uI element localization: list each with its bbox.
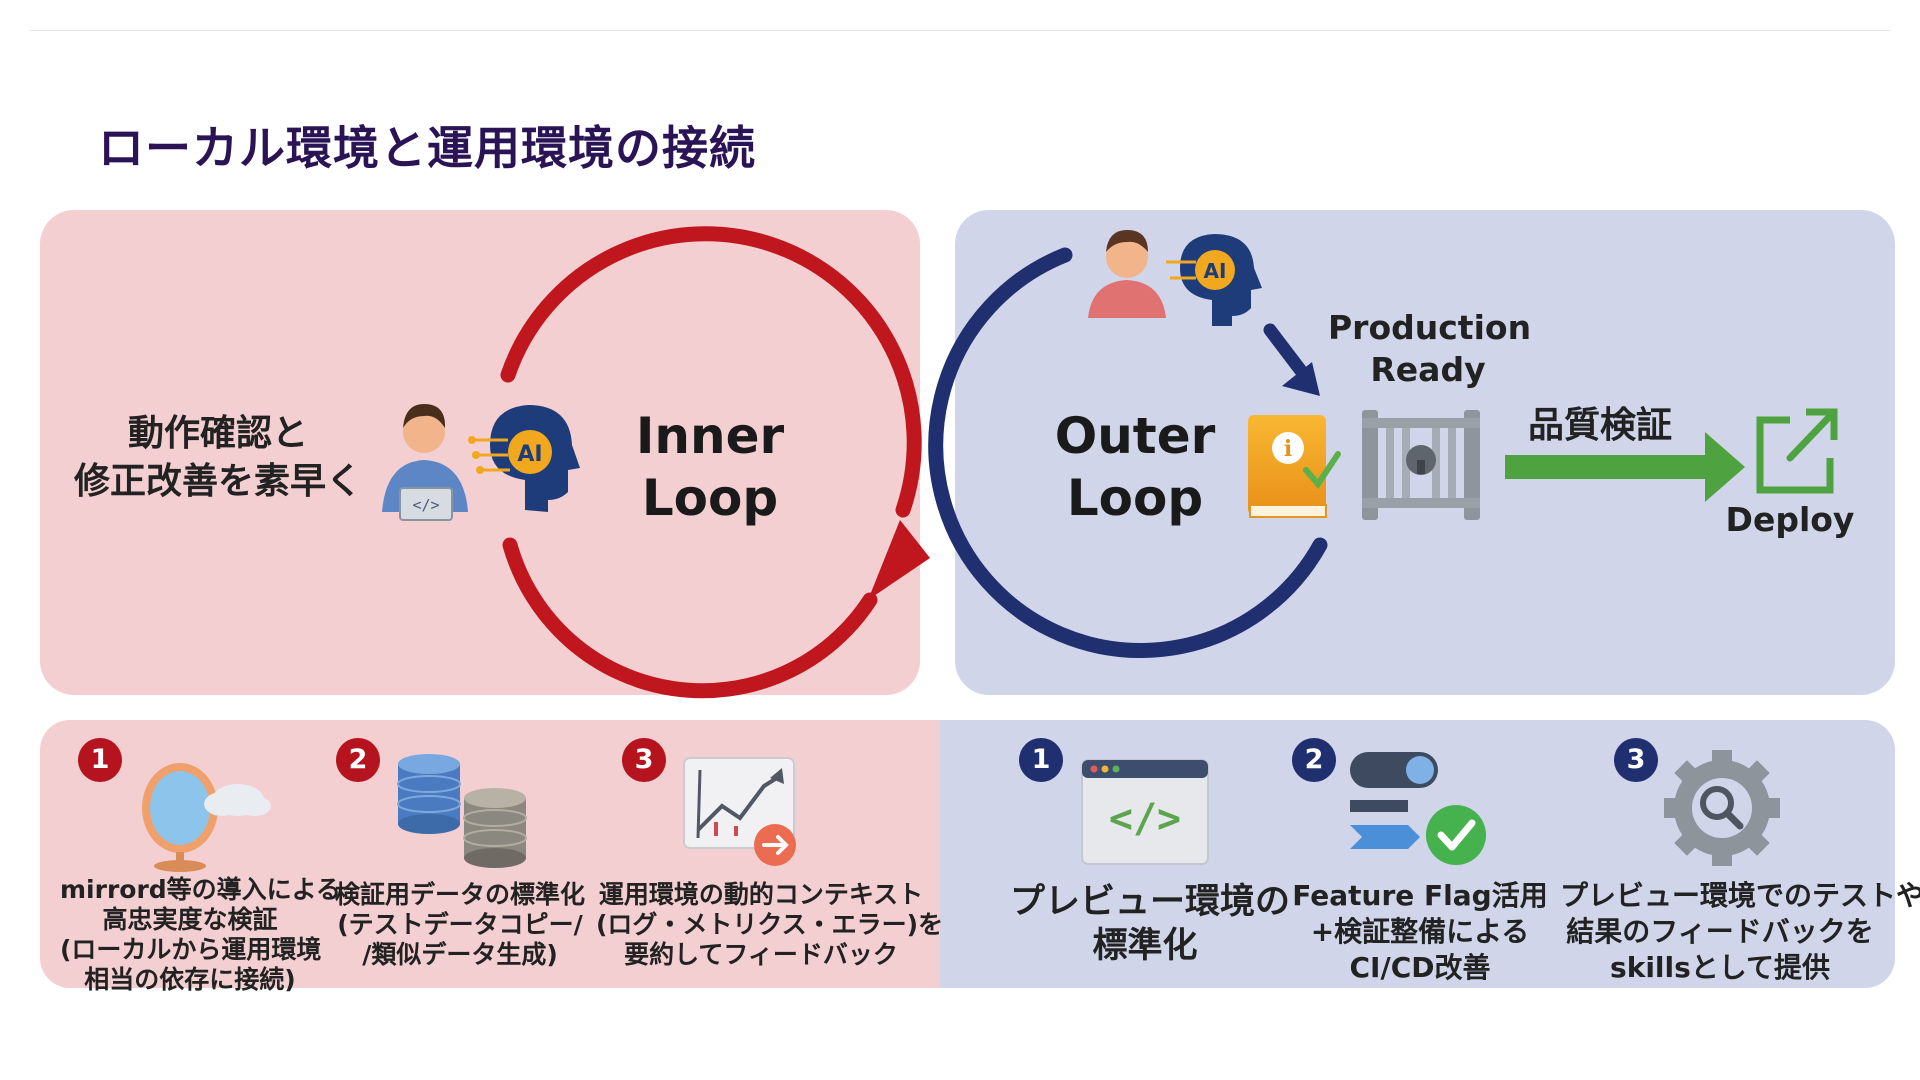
caption-line: /類似データ生成) (362, 940, 558, 969)
toggle-check-icon (1350, 752, 1486, 865)
inner-loop-panel (40, 210, 920, 695)
caption-line: プレビュー環境の (1010, 882, 1291, 922)
outer-loop-label-line: Loop (1066, 469, 1204, 527)
gear-search-icon (1664, 750, 1780, 866)
inner-item-1-caption: mirrord等の導入による 高忠実度な検証 (ローカルから運用環境 相当の依存… (60, 875, 341, 995)
caption-line: 高忠実度な検証 (102, 905, 278, 934)
quality-verification-label: 品質検証 (1527, 405, 1672, 446)
caption-line: mirrord等の導入による (60, 875, 341, 904)
inner-loop-label-line: Inner (635, 407, 785, 465)
production-ready-line: Ready (1370, 350, 1486, 389)
production-ready-label: Production Ready (1328, 307, 1532, 391)
mirror-cloud-icon (142, 763, 271, 872)
caption-line: 運用環境の動的コンテキスト (598, 880, 924, 909)
reviewer-icon (1088, 230, 1166, 318)
svg-text:AI: AI (1204, 259, 1227, 283)
deploy-label: Deploy (1725, 500, 1855, 539)
quality-gate-icon (1362, 410, 1480, 520)
outer-item-3-badge: 3 (1614, 738, 1658, 782)
inner-item-2-badge: 2 (336, 738, 380, 782)
caption-line: 検証用データの標準化 (334, 880, 585, 909)
caption-line: 相当の依存に接続) (84, 965, 296, 994)
inner-item-3-badge: 3 (622, 738, 666, 782)
svg-text:</>: </> (412, 496, 439, 514)
quality-arrow (1505, 432, 1745, 502)
chart-arrow-icon (683, 757, 796, 866)
outer-item-2-badge: 2 (1292, 738, 1336, 782)
inner-loop-label: Inner Loop (610, 405, 810, 529)
outer-item-2-caption: Feature Flag活用 +検証整備による CI/CD改善 (1290, 878, 1550, 986)
svg-text:AI: AI (517, 442, 542, 467)
inner-description-line: 動作確認と (127, 413, 308, 454)
svg-text:</>: </> (1109, 796, 1181, 842)
caption-line: Feature Flag活用 (1292, 879, 1548, 912)
outer-item-3-caption: プレビュー環境でのテストや 結果のフィードバックを skillsとして提供 (1560, 878, 1920, 986)
svg-text:i: i (1284, 436, 1292, 462)
caption-line: (ローカルから運用環境 (60, 935, 322, 964)
developer-icon: </> (382, 404, 468, 521)
code-window-icon: </> (1081, 759, 1209, 865)
inner-item-1-badge: 1 (78, 738, 122, 782)
ai-head-icon: AI (468, 405, 580, 512)
caption-line: CI/CD改善 (1349, 951, 1491, 984)
documentation-book-icon: i (1248, 415, 1341, 518)
outer-item-1-caption: プレビュー環境の 標準化 (1010, 880, 1291, 968)
caption-line: 要約してフィードバック (624, 940, 898, 969)
inner-description-line: 修正改善を素早く (73, 461, 362, 502)
caption-line: (ログ・メトリクス・エラー)を (596, 910, 944, 939)
inner-item-3-caption: 運用環境の動的コンテキスト (ログ・メトリクス・エラー)を 要約してフィードバッ… (596, 880, 944, 970)
inner-loop-arrow (500, 226, 930, 699)
outer-loop-arrow (928, 247, 1328, 658)
ai-assistant-icon: AI (1166, 234, 1262, 326)
caption-line: プレビュー環境でのテストや (1560, 879, 1920, 912)
caption-line: (テストデータコピー/ (337, 910, 583, 939)
outer-item-1-badge: 1 (1019, 738, 1063, 782)
caption-line: 結果のフィードバックを (1566, 915, 1874, 948)
inner-item-2-caption: 検証用データの標準化 (テストデータコピー/ /類似データ生成) (330, 880, 590, 970)
production-ready-line: Production (1328, 308, 1532, 347)
top-divider (30, 30, 1890, 31)
database-icon (397, 754, 527, 868)
caption-line: 標準化 (1092, 926, 1198, 966)
caption-line: +検証整備による (1310, 915, 1530, 948)
inner-description: 動作確認と 修正改善を素早く (68, 410, 368, 506)
deploy-icon (1756, 408, 1838, 494)
inner-loop-label-line: Loop (641, 469, 779, 527)
page-title: ローカル環境と運用環境の接続 (98, 121, 756, 175)
outer-loop-label: Outer Loop (1035, 405, 1235, 529)
outer-loop-label-line: Outer (1054, 407, 1216, 465)
caption-line: skillsとして提供 (1610, 951, 1830, 984)
